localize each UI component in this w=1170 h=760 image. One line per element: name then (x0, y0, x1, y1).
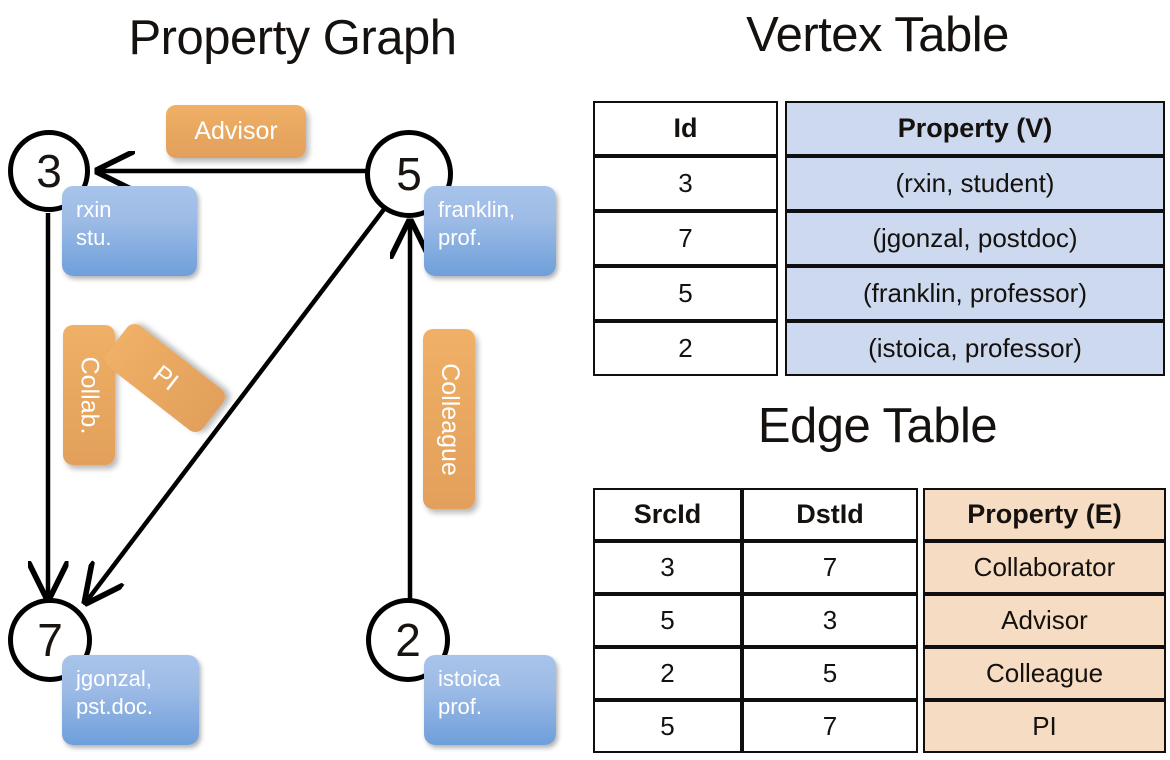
graph-node-7-label: 7 (37, 614, 63, 666)
vertex-table-column-gap (778, 101, 785, 156)
edge-row-0-src: 3 (593, 541, 742, 594)
page-title-property-graph: Property Graph (128, 11, 458, 65)
table-row[interactable]: 2 5 Colleague (593, 647, 1166, 700)
edge-row-2-property: Colleague (923, 647, 1166, 700)
node-property-franklin-line2: prof. (438, 224, 483, 250)
edge-table-col-property: Property (E) (923, 488, 1166, 541)
page-title-vertex-table: Vertex Table (746, 8, 1009, 62)
edge-label-collab-text: Collab. (75, 356, 104, 434)
vertex-row-1-id: 7 (593, 211, 778, 266)
node-property-istoica-line2: prof. (438, 693, 483, 719)
node-property-box-jgonzal: jgonzal, pst.doc. (62, 655, 199, 745)
node-property-rxin-line1: rxin (76, 197, 112, 222)
node-property-box-rxin: rxin stu. (62, 186, 197, 276)
vertex-table-col-property: Property (V) (785, 101, 1165, 156)
edge-row-2-src: 2 (593, 647, 742, 700)
node-property-rxin-line2: stu. (76, 224, 112, 250)
node-property-istoica-line1: istoica (438, 666, 501, 691)
graph-edges-layer (0, 0, 585, 760)
page-title-edge-table: Edge Table (757, 399, 998, 453)
vertex-table-column-gap (778, 211, 785, 266)
edge-row-3-property: PI (923, 700, 1166, 753)
vertex-row-3-id: 2 (593, 321, 778, 376)
node-property-jgonzal-line1: jgonzal, (76, 666, 152, 691)
edge-label-advisor: Advisor (166, 105, 306, 158)
edge-label-collab: Collab. (63, 325, 115, 465)
graph-node-2[interactable]: 2 (366, 598, 450, 682)
edge-row-0-property: Collaborator (923, 541, 1166, 594)
vertex-table-column-gap (778, 156, 785, 211)
edge-row-0-dst: 7 (742, 541, 918, 594)
edge-row-2-dst: 5 (742, 647, 918, 700)
edge-5-to-7 (86, 198, 393, 602)
vertex-row-0-id: 3 (593, 156, 778, 211)
edge-table-col-srcid: SrcId (593, 488, 742, 541)
graph-node-3-label: 3 (36, 145, 62, 197)
edge-label-advisor-text: Advisor (194, 117, 278, 145)
property-graph-panel: Property Graph 3 5 7 2 rxin stu. frankli… (0, 0, 585, 760)
edge-label-colleague: Colleague (423, 329, 475, 509)
edge-label-colleague-text: Colleague (435, 362, 464, 476)
graph-node-5-label: 5 (396, 148, 422, 200)
table-row[interactable]: 5 3 Advisor (593, 594, 1166, 647)
vertex-table-header-row: Id Property (V) (593, 101, 1165, 156)
edge-row-1-property: Advisor (923, 594, 1166, 647)
table-row[interactable]: 3 7 Collaborator (593, 541, 1166, 594)
vertex-table-col-id: Id (593, 101, 778, 156)
table-row[interactable]: 7 (jgonzal, postdoc) (593, 211, 1165, 266)
vertex-row-1-property: (jgonzal, postdoc) (785, 211, 1165, 266)
edge-row-3-dst: 7 (742, 700, 918, 753)
edge-table: SrcId DstId Property (E) 3 7 Collaborato… (593, 488, 1166, 753)
table-row[interactable]: 2 (istoica, professor) (593, 321, 1165, 376)
vertex-table-column-gap (778, 266, 785, 321)
vertex-row-2-property: (franklin, professor) (785, 266, 1165, 321)
table-row[interactable]: 5 7 PI (593, 700, 1166, 753)
vertex-table: Id Property (V) 3 (rxin, student) 7 (jgo… (593, 101, 1165, 376)
edge-table-header-row: SrcId DstId Property (E) (593, 488, 1166, 541)
edge-label-pi-text: PI (147, 359, 184, 396)
graph-node-5[interactable]: 5 (365, 130, 453, 218)
node-property-box-franklin: franklin, prof. (424, 186, 556, 276)
node-property-jgonzal-line2: pst.doc. (76, 693, 154, 719)
vertex-row-0-property: (rxin, student) (785, 156, 1165, 211)
table-row[interactable]: 5 (franklin, professor) (593, 266, 1165, 321)
edge-table-col-dstid: DstId (742, 488, 918, 541)
vertex-row-2-id: 5 (593, 266, 778, 321)
edge-row-1-dst: 3 (742, 594, 918, 647)
edge-row-3-src: 5 (593, 700, 742, 753)
edge-row-1-src: 5 (593, 594, 742, 647)
table-row[interactable]: 3 (rxin, student) (593, 156, 1165, 211)
node-property-box-istoica: istoica prof. (424, 655, 556, 745)
node-property-franklin-line1: franklin, (438, 197, 516, 222)
graph-node-2-label: 2 (395, 614, 421, 666)
vertex-table-column-gap (778, 321, 785, 376)
vertex-row-3-property: (istoica, professor) (785, 321, 1165, 376)
